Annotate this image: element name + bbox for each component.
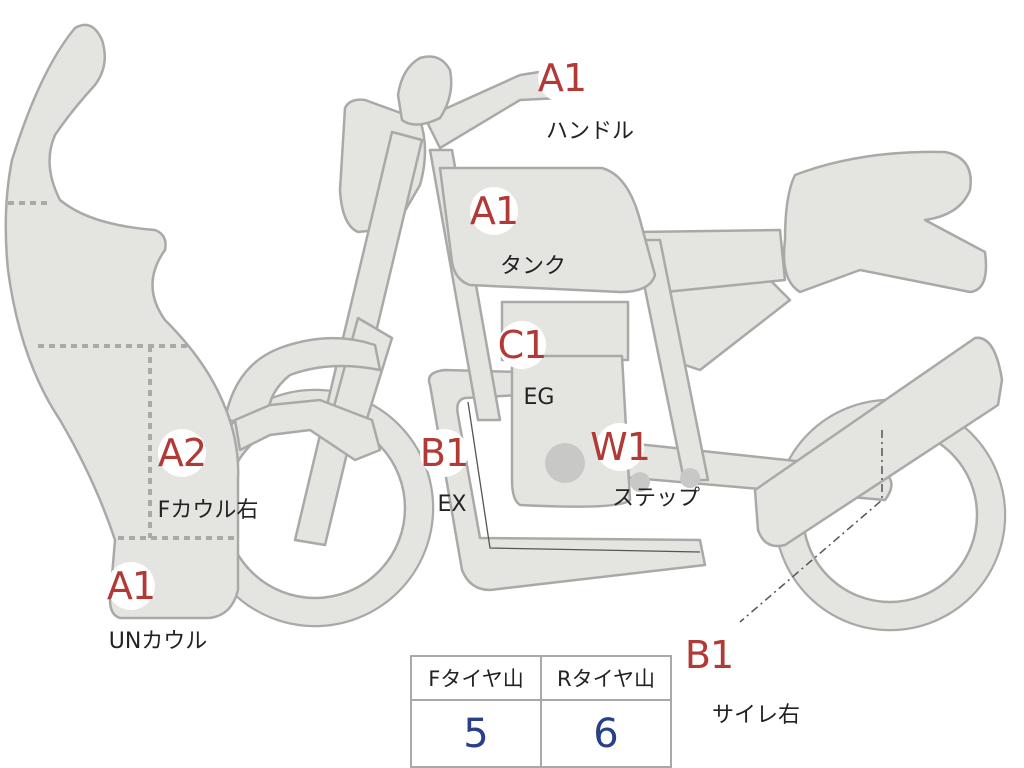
silencer-right-label: サイレ右 <box>711 703 801 728</box>
step-grade-marker[interactable]: W1 <box>590 423 651 471</box>
mirror <box>396 55 453 126</box>
tread-value-row: 5 6 <box>410 699 672 768</box>
engine-cover <box>545 443 585 483</box>
under-cowl-grade-marker[interactable]: A1 <box>106 562 156 610</box>
handle-grade-marker[interactable]: A1 <box>537 54 587 102</box>
front-cowl <box>4 23 240 620</box>
rear-tread-value: 6 <box>540 699 672 768</box>
front-cowl-right-label: Fカウル右 <box>157 498 259 523</box>
exhaust-label: EX <box>437 492 467 517</box>
step-label: ステップ <box>611 486 701 511</box>
tank-label: タンク <box>499 254 567 279</box>
front-tread-value: 5 <box>410 699 542 768</box>
rear-tread-header: Rタイヤ山 <box>540 655 672 701</box>
silencer <box>753 336 1004 548</box>
front-cowl-right-grade-marker[interactable]: A2 <box>157 429 207 477</box>
exhaust-inner-line <box>467 401 701 553</box>
exhaust-grade-marker[interactable]: B1 <box>419 429 469 477</box>
front-tread-header: Fタイヤ山 <box>410 655 542 701</box>
engine-grade-marker[interactable]: C1 <box>497 321 547 369</box>
step-peg-front <box>630 472 650 492</box>
frame-down-tube <box>633 238 710 482</box>
silencer-right-grade-marker[interactable]: B1 <box>684 631 734 679</box>
exhaust-pipe <box>427 368 707 592</box>
front-fender <box>223 337 382 427</box>
silencer-leader-line <box>739 430 883 623</box>
seat <box>782 150 988 294</box>
step-peg-rear <box>680 468 700 488</box>
tire-tread-table: Fタイヤ山 Rタイヤ山 5 6 <box>410 655 672 768</box>
tread-header-row: Fタイヤ山 Rタイヤ山 <box>410 655 672 701</box>
handle-label: ハンドル <box>545 119 635 144</box>
under-cowl-label: UNカウル <box>108 629 208 654</box>
engine-label: EG <box>523 385 555 410</box>
tank-grade-marker[interactable]: A1 <box>469 187 519 235</box>
front-fender-stay <box>233 398 382 462</box>
